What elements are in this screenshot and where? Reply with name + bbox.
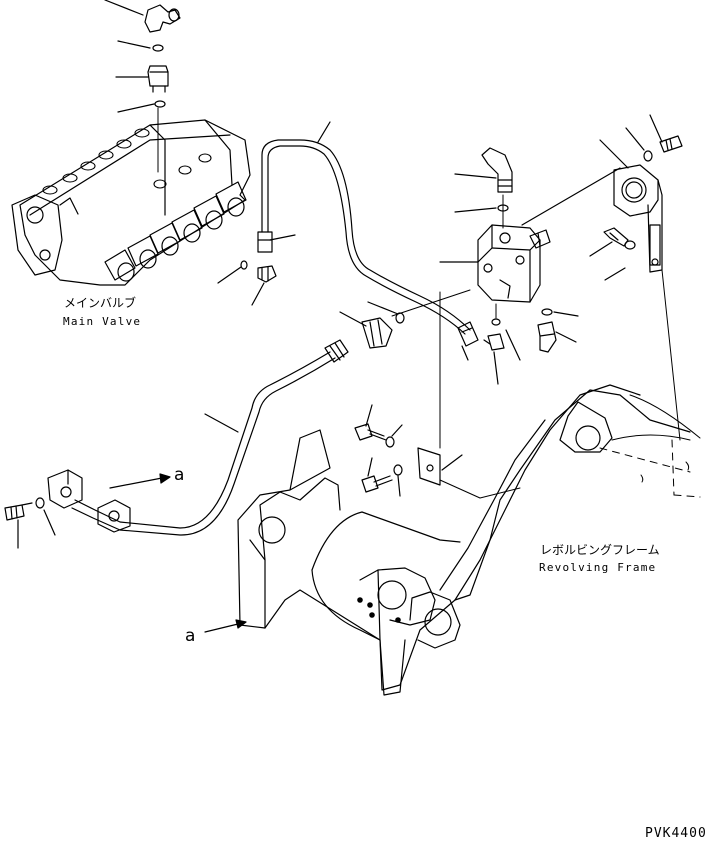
dashed-guides <box>599 439 701 498</box>
center-bolt-lower <box>361 475 393 493</box>
main-valve-connector <box>257 265 277 283</box>
center-bolt-upper <box>354 423 387 441</box>
o-ring <box>152 44 164 52</box>
main-valve-label-jp: メインバルブ <box>64 296 137 310</box>
bracket-bolt-2 <box>603 227 629 247</box>
bracket-bolt <box>659 135 683 153</box>
hose-end-fitting <box>457 321 479 347</box>
small-bracket <box>417 447 441 486</box>
main-valve-elbow-fitting <box>104 0 181 33</box>
main-valve-label-en: Main Valve <box>63 315 142 328</box>
tee-fitting <box>483 333 505 351</box>
washer <box>624 240 636 250</box>
ref-a-top: a <box>174 465 185 485</box>
elbow-fitting <box>481 147 513 193</box>
hose-clamp-right <box>97 499 131 533</box>
revolving-frame-label-jp: レボルビングフレーム <box>540 543 660 557</box>
main-valve <box>11 119 251 286</box>
washer <box>385 436 395 448</box>
revolving-frame-label-en: Revolving Frame <box>539 561 657 574</box>
drawing-code: PVK4400 <box>645 826 707 841</box>
ref-a-bottom: a <box>185 626 196 646</box>
o-ring <box>154 100 166 108</box>
o-ring <box>240 260 248 270</box>
hose-connector <box>361 317 393 349</box>
revolving-frame <box>237 384 691 696</box>
arrow-a-bottom <box>204 623 239 633</box>
o-ring <box>491 318 501 326</box>
washer <box>643 150 653 162</box>
washer <box>393 464 403 476</box>
o-ring <box>541 308 553 316</box>
secondary-valve-block <box>477 224 551 303</box>
hose-main-valve <box>257 139 471 335</box>
arrow-a-top <box>109 477 163 489</box>
hose-lower <box>71 339 349 536</box>
mounting-bracket <box>613 164 663 273</box>
clamp-bolt <box>4 502 33 521</box>
main-valve-adapter <box>147 65 169 93</box>
hose-clamp-left <box>47 469 83 509</box>
washer <box>35 497 45 509</box>
right-elbow-fitting <box>537 321 557 353</box>
